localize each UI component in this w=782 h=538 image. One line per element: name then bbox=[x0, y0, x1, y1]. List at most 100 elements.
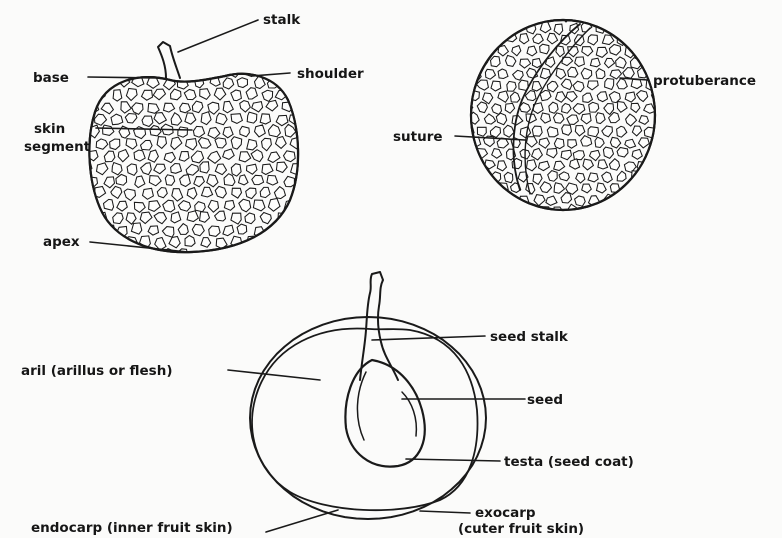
skin-cell bbox=[561, 79, 572, 90]
skin-cell bbox=[616, 57, 627, 68]
skin-cell bbox=[208, 102, 219, 114]
skin-cell bbox=[483, 93, 493, 104]
skin-cell bbox=[157, 188, 167, 198]
skin-cell bbox=[653, 205, 664, 215]
skin-cell bbox=[573, 81, 584, 91]
skin-cell bbox=[472, 182, 481, 193]
skin-cell bbox=[497, 161, 506, 171]
skin-cell bbox=[589, 102, 599, 112]
skin-cell bbox=[540, 90, 551, 100]
skin-cell bbox=[266, 100, 278, 111]
skin-cell bbox=[595, 137, 604, 147]
skin-cell bbox=[215, 211, 226, 221]
skin-cell bbox=[207, 175, 218, 187]
skin-cell bbox=[485, 207, 495, 217]
skin-cell bbox=[540, 44, 549, 54]
skin-cell bbox=[251, 150, 263, 162]
skin-cell bbox=[651, 184, 662, 194]
skin-cell bbox=[602, 172, 613, 183]
skin-cell bbox=[239, 199, 251, 212]
skin-cell bbox=[111, 186, 122, 198]
skin-cell bbox=[609, 209, 620, 218]
skin-cell bbox=[290, 137, 301, 149]
skin-cell bbox=[208, 128, 220, 139]
skin-cell bbox=[201, 112, 211, 125]
skin-cell bbox=[604, 104, 614, 115]
skin-cell bbox=[581, 114, 591, 124]
skin-cell bbox=[142, 90, 153, 100]
label-segment: segment bbox=[24, 139, 91, 155]
skin-cell bbox=[489, 35, 500, 46]
label-stalk: stalk bbox=[263, 12, 301, 28]
skin-cell bbox=[118, 150, 129, 162]
skin-cell bbox=[559, 172, 569, 181]
skin-cell bbox=[180, 175, 191, 187]
skin-cell bbox=[539, 161, 550, 170]
skin-cell bbox=[223, 78, 234, 89]
skin-cell bbox=[131, 223, 141, 234]
skin-cell bbox=[611, 20, 621, 31]
skin-cell bbox=[491, 81, 501, 91]
label-aril: aril (arillus or flesh) bbox=[21, 363, 173, 379]
skin-cell bbox=[504, 125, 514, 137]
skin-cell bbox=[112, 237, 123, 249]
skin-cell bbox=[178, 201, 190, 212]
skin-cell bbox=[276, 137, 287, 149]
skin-cell bbox=[246, 188, 257, 199]
skin-cell bbox=[603, 147, 613, 158]
skin-cell bbox=[127, 63, 137, 73]
skin-cell bbox=[598, 160, 608, 169]
skin-cell bbox=[209, 226, 220, 236]
skin-cell bbox=[223, 149, 235, 159]
skin-cell bbox=[561, 193, 572, 203]
skin-cell bbox=[609, 45, 620, 56]
skin-cell bbox=[631, 35, 640, 45]
skin-cell bbox=[639, 116, 649, 125]
skin-cell bbox=[554, 24, 563, 35]
skin-cell bbox=[554, 183, 564, 194]
skin-cell bbox=[485, 23, 496, 33]
skin-cell bbox=[527, 46, 537, 56]
skin-cell bbox=[178, 127, 188, 137]
skin-cell bbox=[231, 114, 242, 124]
skin-cell bbox=[104, 151, 115, 162]
skin-cell bbox=[511, 92, 520, 102]
skin-cell bbox=[541, 113, 551, 123]
skin-cell bbox=[171, 164, 182, 174]
skin-cell bbox=[260, 114, 270, 124]
skin-cell bbox=[539, 138, 549, 148]
skin-cell bbox=[496, 205, 506, 214]
skin-cell bbox=[239, 175, 249, 185]
skin-cell bbox=[475, 10, 485, 21]
skin-cell bbox=[148, 104, 159, 114]
skin-cell bbox=[573, 104, 585, 115]
skin-cell bbox=[194, 177, 205, 187]
skin-cell bbox=[566, 92, 577, 102]
skin-cell bbox=[103, 250, 112, 261]
skin-cell bbox=[260, 213, 271, 224]
skin-cell bbox=[135, 176, 145, 188]
skin-cell bbox=[223, 250, 234, 261]
skin-cell bbox=[462, 148, 472, 158]
skin-cell bbox=[187, 211, 198, 222]
skin-cell bbox=[179, 152, 189, 162]
skin-cell bbox=[200, 162, 209, 173]
skin-cell bbox=[262, 164, 273, 174]
skin-cell bbox=[290, 89, 301, 100]
skin-cell bbox=[113, 213, 124, 224]
skin-cell bbox=[169, 237, 180, 248]
skin-cell bbox=[632, 149, 642, 159]
skin-cell bbox=[268, 125, 280, 137]
skin-cell bbox=[588, 81, 599, 90]
skin-cell bbox=[142, 116, 153, 127]
skin-cell bbox=[239, 152, 251, 162]
skin-cell bbox=[101, 103, 113, 114]
seed-inner-line bbox=[357, 372, 366, 440]
skin-cell bbox=[617, 196, 628, 207]
skin-cell bbox=[617, 148, 628, 158]
skin-cell bbox=[484, 114, 495, 124]
skin-cell bbox=[562, 125, 572, 135]
skin-cell bbox=[472, 24, 482, 34]
skin-cell bbox=[476, 196, 486, 207]
endocarp-outline bbox=[252, 329, 477, 511]
